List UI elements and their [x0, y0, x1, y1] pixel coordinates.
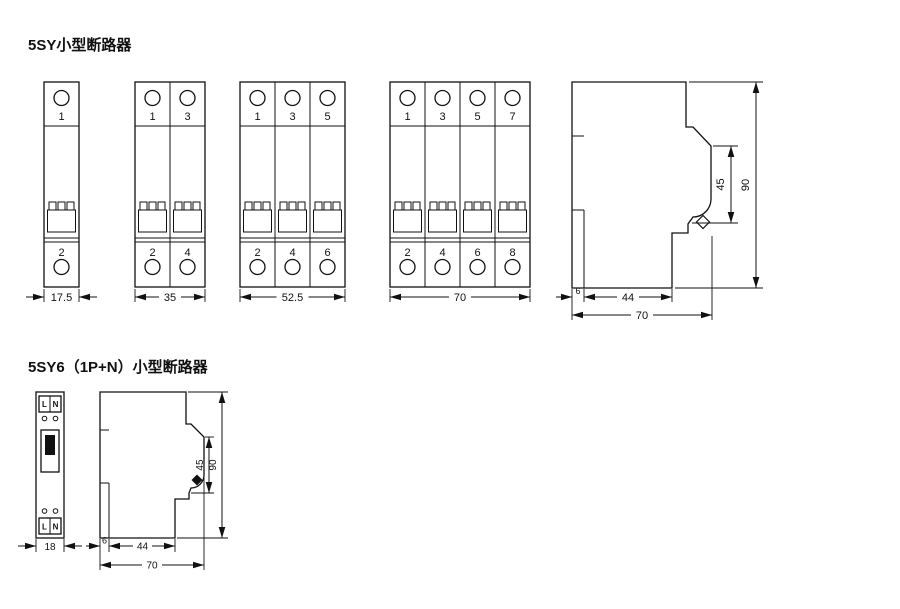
dimension-total-depth-70: 70	[100, 477, 205, 572]
breaker-front-view-1p: 1 2 17.5	[26, 81, 97, 304]
section-5sy6-1pn: 5SY6（1P+N）小型断路器 L N L N 18	[18, 358, 228, 572]
breaker-1pn-front-view: L N L N 18	[18, 391, 82, 553]
breaker-outline	[239, 81, 346, 288]
dimension-width-17-5: 17.5	[26, 289, 97, 304]
terminal-screw	[52, 415, 59, 422]
dim-label: 52.5	[282, 292, 303, 304]
terminal-label: N	[53, 523, 59, 532]
pole-number: 2	[58, 247, 64, 259]
section1-title: 5SY小型断路器	[28, 36, 132, 54]
switch-toggle	[45, 435, 55, 455]
terminal-screw	[52, 508, 59, 514]
dim-label: 17.5	[51, 292, 72, 304]
breaker-outline	[35, 391, 65, 539]
pole-number: 3	[289, 111, 295, 123]
toggle-diamond	[695, 214, 711, 230]
dimension-width-52-5: 52.5	[239, 289, 346, 304]
terminal-screw	[41, 508, 48, 514]
pole-number: 1	[254, 111, 260, 123]
pole-number: 1	[58, 111, 64, 123]
side-profile-outline	[99, 391, 205, 539]
pole-number: 6	[474, 247, 480, 259]
dim-label: 44	[137, 542, 149, 553]
dim-label: 6	[102, 536, 107, 546]
terminal-screw	[41, 415, 48, 422]
pole-number: 1	[149, 111, 155, 123]
dim-label: 70	[146, 561, 158, 572]
dimension-body-depth-44: 44	[583, 289, 673, 304]
breaker-front-view-4p: 1 3 5 7 2 4 6 8 70	[389, 81, 531, 304]
pole-number: 2	[404, 247, 410, 259]
dim-label: 45	[715, 178, 727, 190]
terminal-label: N	[53, 400, 59, 409]
terminal-label: L	[42, 523, 47, 532]
pole-number: 2	[149, 247, 155, 259]
pole-number: 3	[184, 111, 190, 123]
pole-number: 7	[509, 111, 515, 123]
dimension-body-depth-44: 44	[109, 539, 176, 553]
dimension-width-70: 70	[389, 289, 531, 304]
dimension-width-18: 18	[18, 539, 82, 553]
pole-number: 1	[404, 111, 410, 123]
dim-label: 90	[740, 179, 752, 191]
section2-title: 5SY6（1P+N）小型断路器	[28, 358, 209, 376]
dim-label: 6	[575, 286, 580, 296]
side-profile-outline	[571, 81, 712, 289]
dim-label: 90	[208, 459, 219, 471]
pole-number: 2	[254, 247, 260, 259]
pole-number: 4	[289, 247, 295, 259]
dim-label: 35	[164, 292, 176, 304]
terminal-label: L	[42, 400, 47, 409]
dim-label: 45	[195, 459, 206, 471]
dim-label: 70	[636, 310, 648, 322]
section-5sy: 5SY小型断路器 1 2 17.5 1 3 2 4	[26, 36, 763, 322]
breaker-front-view-2p: 1 3 2 4 35	[134, 81, 206, 304]
dim-label: 18	[44, 542, 56, 553]
pole-number: 8	[509, 247, 515, 259]
breaker-1pn-side-view: 45 90 6 44	[86, 391, 228, 572]
dimension-front-height-45: 45	[191, 436, 214, 494]
dimension-width-35: 35	[134, 289, 206, 304]
pole-number: 5	[324, 111, 330, 123]
dimension-front-height-45: 45	[692, 145, 738, 224]
breaker-outline	[43, 81, 80, 288]
pole-number: 4	[439, 247, 445, 259]
dimension-total-height-90: 90	[177, 391, 228, 539]
breaker-front-view-3p: 1 3 5 2 4 6 52.5	[239, 81, 346, 304]
dimension-total-height-90: 90	[675, 81, 763, 289]
dim-label: 70	[454, 292, 466, 304]
pole-number: 6	[324, 247, 330, 259]
breaker-side-view: 45 90 6 44	[556, 81, 763, 322]
pole-number: 4	[184, 247, 190, 259]
switch-frame	[40, 429, 60, 473]
pole-number: 3	[439, 111, 445, 123]
dim-label: 44	[622, 292, 634, 304]
toggle-diamond	[191, 474, 203, 486]
dimension-total-depth-70: 70	[571, 236, 713, 322]
pole-number: 5	[474, 111, 480, 123]
